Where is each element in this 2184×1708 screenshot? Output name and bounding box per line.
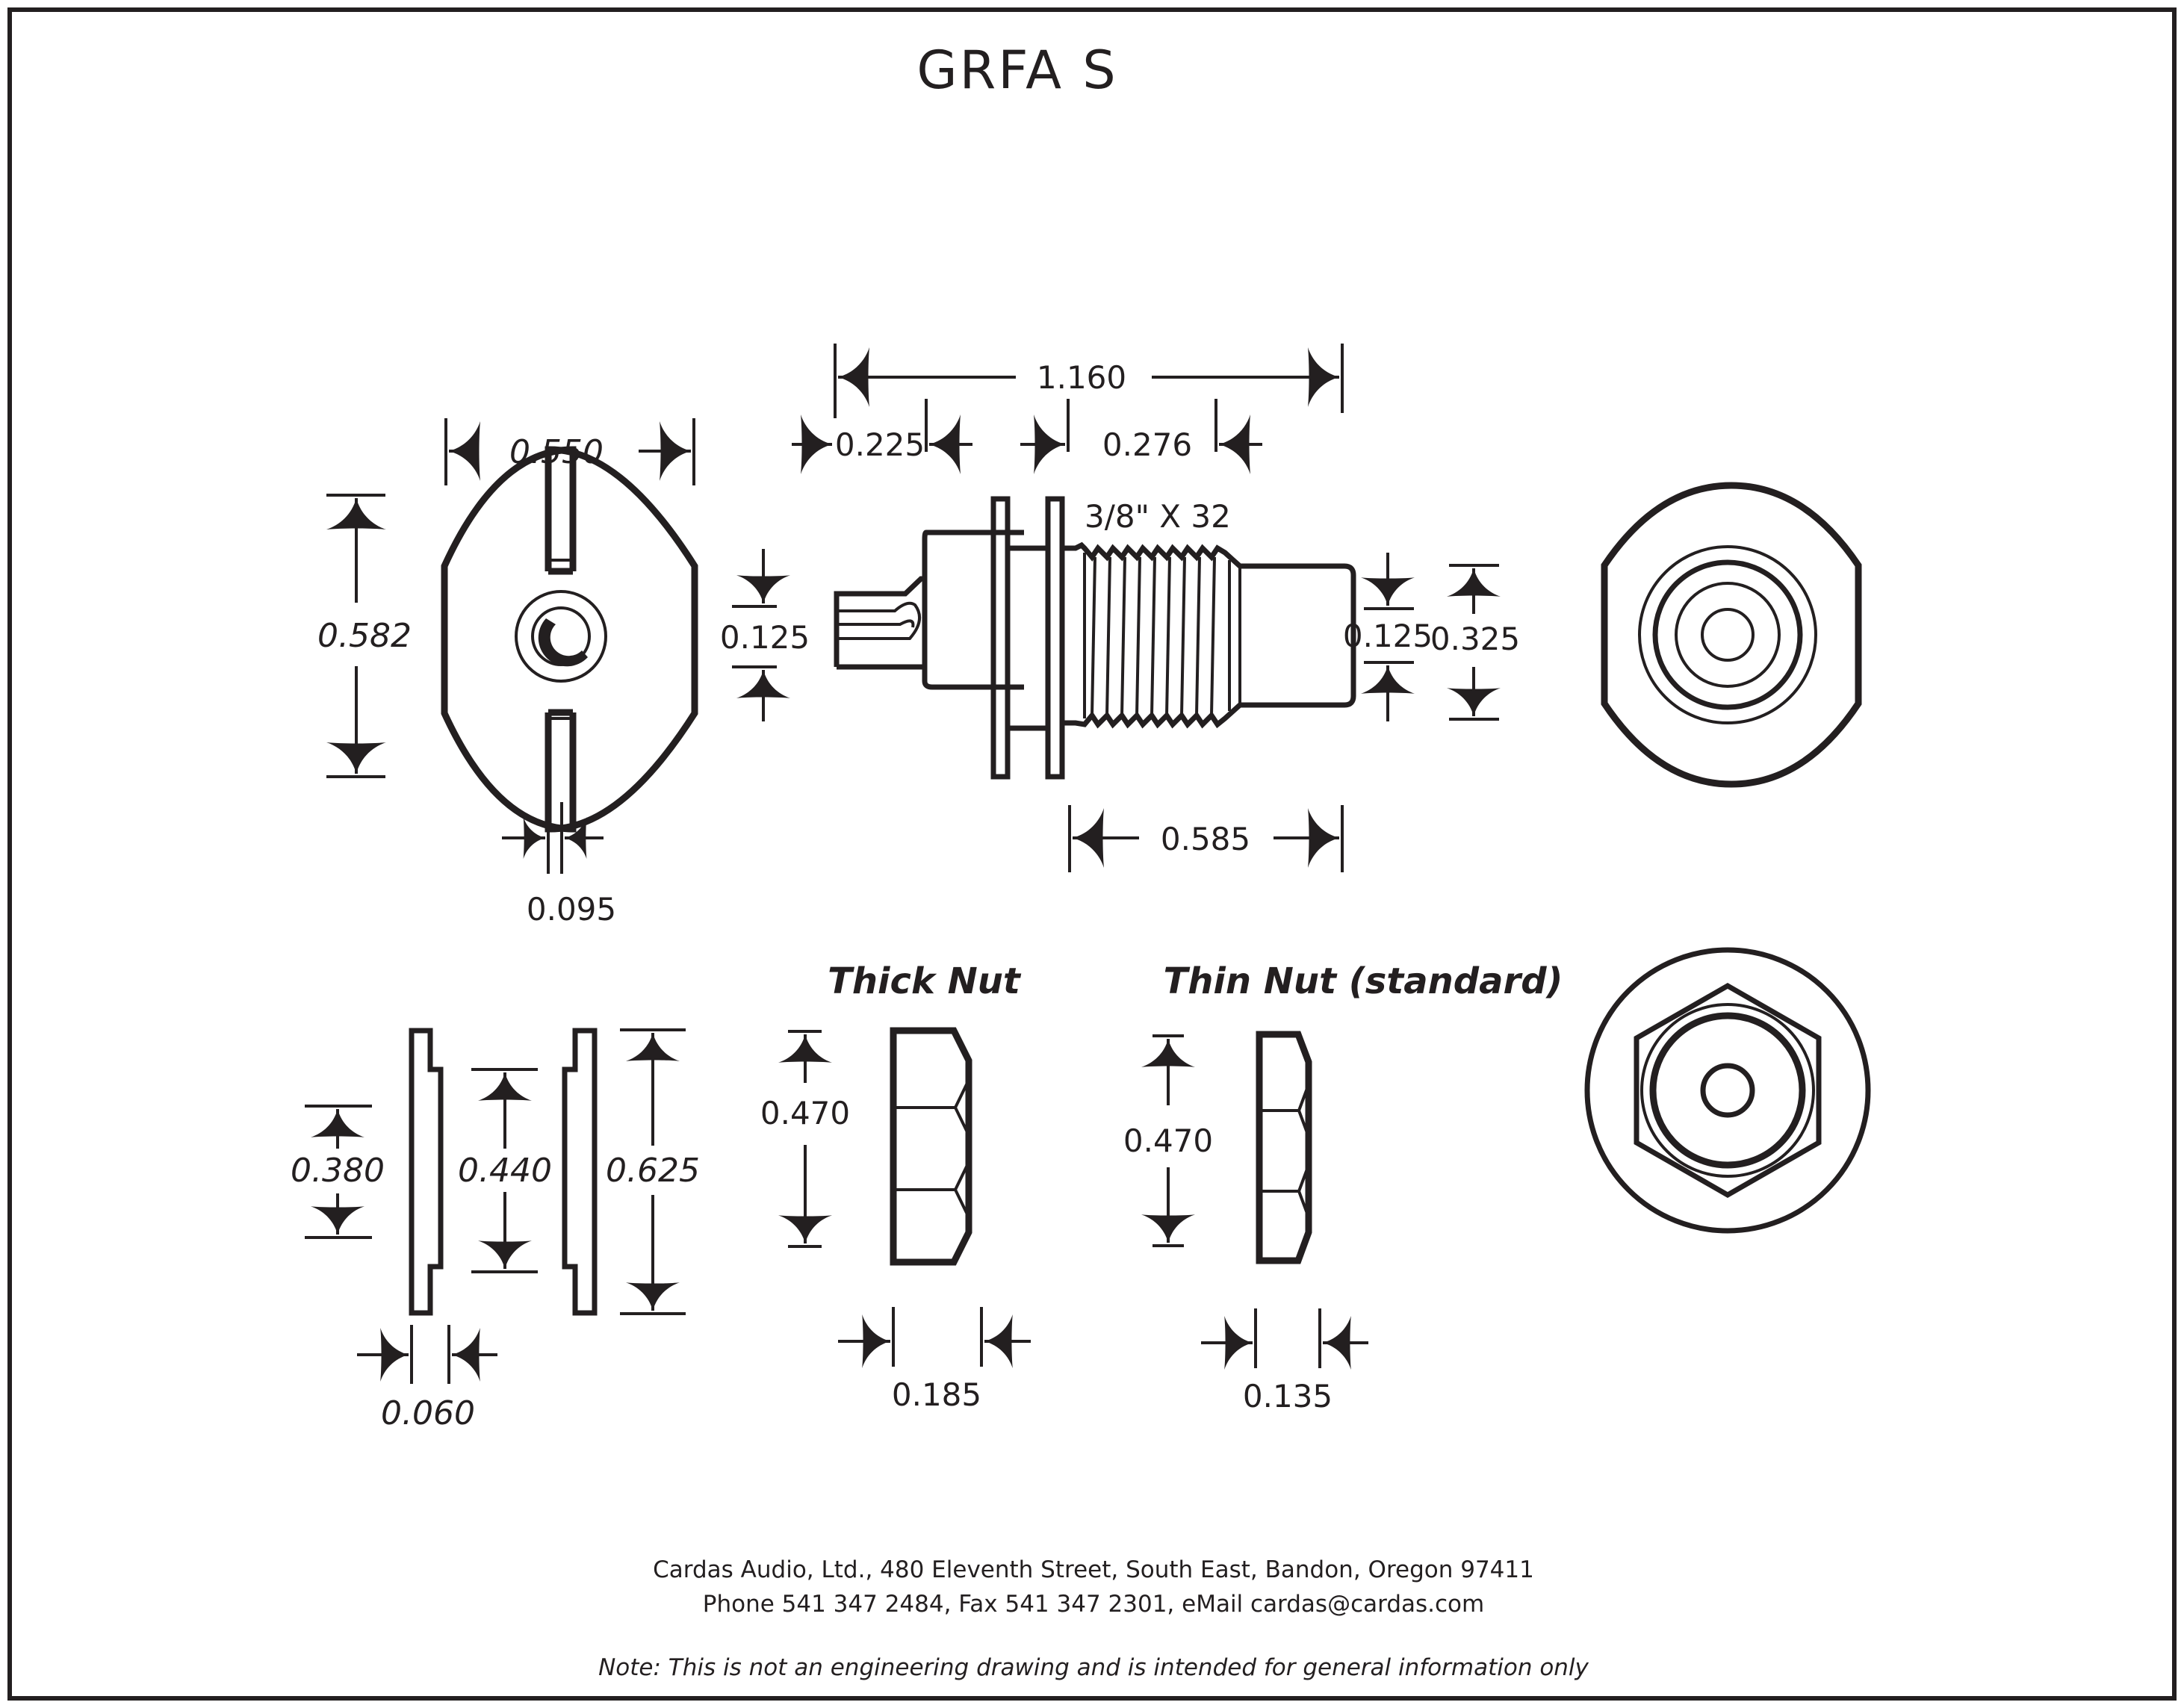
dim-label-overall-length: 1.160 — [1037, 359, 1126, 396]
thread-spec-label: 3/8" X 32 — [1085, 498, 1231, 535]
threaded-barrel — [1062, 541, 1356, 729]
dim-washer-thickness: 0.060 — [357, 1325, 497, 1432]
side-view: 3/8" X 32 — [834, 496, 1356, 780]
washer-right-profile — [562, 1028, 598, 1316]
dim-flange-width: 0.550 — [444, 418, 695, 485]
dim-label-washer-inner: 0.380 — [291, 1152, 385, 1190]
dim-slot-width: 0.095 — [502, 802, 616, 928]
rear-body — [922, 530, 1024, 690]
side-washer-2 — [1045, 496, 1065, 780]
footer-contact: Phone 541 347 2484, Fax 541 347 2301, eM… — [703, 1591, 1484, 1618]
dim-label-thick-nut-height: 0.470 — [760, 1095, 850, 1131]
dim-label-flange-height: 0.582 — [317, 617, 412, 655]
dim-thick-nut-height: 0.470 — [760, 1030, 850, 1248]
dim-label-center-pin: 0.125 — [1343, 618, 1433, 654]
dim-label-thick-nut-thickness: 0.185 — [892, 1376, 981, 1413]
dim-label-tail-length: 0.225 — [835, 426, 925, 463]
sheet-border — [7, 7, 2177, 1701]
dim-label-insulator-diameter: 0.325 — [1430, 621, 1520, 657]
bottom-slot — [547, 717, 574, 829]
flange-outline — [441, 446, 698, 833]
thin-nut-profile — [1256, 1031, 1312, 1264]
nut-center-pin — [1700, 1063, 1755, 1118]
dim-label-front-length: 0.585 — [1161, 821, 1250, 857]
rear-flange-view — [441, 446, 698, 833]
nut-bore-ring — [1649, 1012, 1806, 1169]
dim-label-pin-diameter: 0.125 — [720, 619, 810, 656]
top-slot — [547, 452, 574, 562]
dim-washer-outer: 0.625 — [606, 1028, 700, 1315]
dim-label-thin-nut-thickness: 0.135 — [1243, 1378, 1333, 1414]
flange-bore-ring — [515, 590, 607, 683]
dim-center-pin: 0.125 — [1343, 553, 1433, 721]
dim-flange-height: 0.582 — [317, 494, 412, 778]
dim-label-slot-width: 0.095 — [527, 891, 616, 928]
front-ring-thick — [1652, 559, 1803, 710]
dim-washer-step: 0.440 — [458, 1068, 552, 1273]
dim-overall-length: 1.160 — [834, 344, 1344, 418]
dim-insulator-diameter: 0.325 — [1430, 564, 1520, 721]
footer-address: Cardas Audio, Ltd., 480 Eleventh Street,… — [653, 1556, 1534, 1583]
footer-disclaimer: Note: This is not an engineering drawing… — [598, 1654, 1589, 1681]
dim-washer-inner: 0.380 — [291, 1105, 385, 1239]
dim-thin-nut-thickness: 0.135 — [1201, 1308, 1368, 1414]
thin-nut-heading: Thin Nut (standard) — [1164, 960, 1563, 1002]
side-washer-1 — [990, 496, 1011, 780]
dim-label-washer-step: 0.440 — [458, 1152, 552, 1190]
dim-label-thin-nut-height: 0.470 — [1123, 1122, 1213, 1159]
page-title: GRFA S — [916, 40, 1117, 101]
dim-thread-offset: 0.276 — [1020, 399, 1262, 474]
washer-profiles — [409, 1028, 598, 1316]
front-ring-inner — [1675, 582, 1781, 688]
dim-pin-diameter: 0.125 — [720, 549, 810, 721]
dim-label-thread-offset: 0.276 — [1102, 426, 1192, 463]
nut-front-view — [1584, 947, 1871, 1234]
washer-left-profile — [409, 1028, 444, 1316]
flange-pin-crescent — [538, 618, 588, 667]
dim-thin-nut-height: 0.470 — [1123, 1034, 1213, 1247]
front-ring-outer — [1638, 545, 1817, 724]
front-flange-outline — [1601, 482, 1862, 788]
thick-nut-heading: Thick Nut — [828, 960, 1022, 1002]
hex-nut-outline — [1634, 982, 1822, 1199]
nut-washer-circle — [1584, 947, 1871, 1234]
dim-front-length: 0.585 — [1068, 805, 1344, 872]
dim-label-washer-thickness: 0.060 — [381, 1394, 475, 1432]
nut-chamfer-ring — [1640, 1003, 1815, 1178]
dim-label-washer-outer: 0.625 — [606, 1152, 700, 1190]
thick-nut-profile — [890, 1027, 972, 1266]
front-center-pin — [1701, 608, 1755, 662]
dim-label-flange-width: 0.550 — [509, 433, 604, 471]
thread-lines — [1083, 553, 1241, 718]
front-view — [1601, 482, 1862, 788]
dim-tail-length: 0.225 — [792, 399, 972, 474]
dim-thick-nut-thickness: 0.185 — [838, 1307, 1031, 1413]
